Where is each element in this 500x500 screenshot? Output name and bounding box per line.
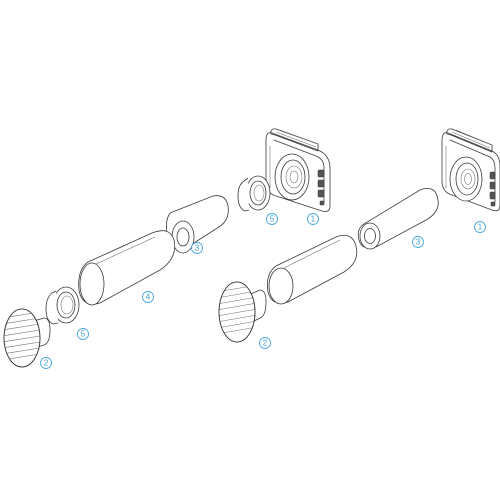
wall-unit-housing-right — [441, 128, 500, 212]
callout-1-left: 1 — [307, 213, 319, 225]
callout-2-left-label: 2 — [44, 359, 49, 368]
callout-4: 4 — [142, 291, 154, 303]
callout-1-left-label: 1 — [311, 215, 316, 224]
callout-5-upper-label: 5 — [270, 215, 275, 224]
callout-1-right: 1 — [474, 221, 486, 233]
extension-tube — [78, 230, 176, 306]
insulation-sleeve-right — [357, 187, 439, 250]
callout-3-right: 3 — [412, 236, 424, 248]
assembly-right: 1 3 2 — [218, 128, 500, 349]
main-tube-right — [266, 234, 358, 305]
callout-2-right-label: 2 — [263, 339, 268, 348]
external-grille-right — [218, 281, 267, 343]
callout-5-lower-label: 5 — [81, 330, 86, 339]
callout-3-left-label: 3 — [195, 244, 200, 253]
callout-5-upper: 5 — [266, 213, 278, 225]
seal-ring-upper — [237, 175, 271, 212]
callout-5-lower: 5 — [77, 328, 89, 340]
callout-3-left: 3 — [191, 242, 203, 254]
callout-4-label: 4 — [146, 293, 151, 302]
callout-3-right-label: 3 — [416, 238, 421, 247]
callout-2-right: 2 — [259, 337, 271, 349]
callout-2-left: 2 — [40, 357, 52, 369]
assembly-left: 1 5 3 4 5 2 — [3, 128, 331, 369]
adapter-ring-lower — [45, 286, 80, 325]
callout-1-right-label: 1 — [478, 223, 483, 232]
insulation-sleeve-left — [166, 195, 229, 254]
wall-unit-housing-left — [265, 128, 331, 212]
